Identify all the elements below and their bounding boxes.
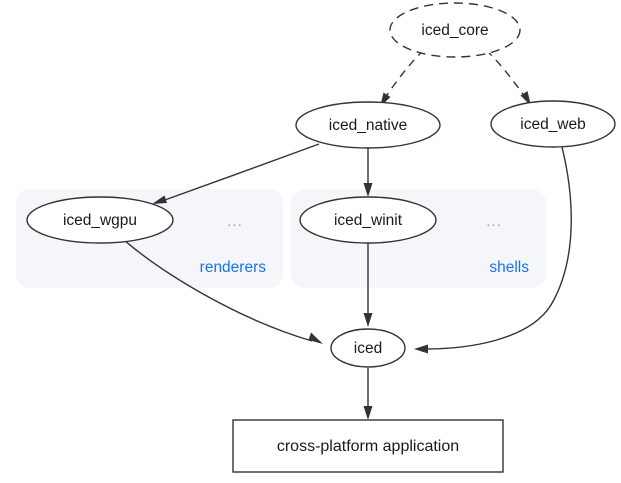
edge-iced-to-app-arrowhead: [363, 406, 373, 420]
node-iced-web-shape[interactable]: [490, 100, 616, 148]
node-iced-winit[interactable]: iced_winit: [299, 196, 437, 244]
edge-web-to-iced-arrowhead: [414, 344, 428, 354]
edge-winit-to-iced-arrowhead: [363, 313, 373, 327]
edge-core-to-native-line: [384, 49, 425, 99]
node-iced-native[interactable]: iced_native: [295, 101, 441, 149]
edge-native-to-wgpu: [152, 143, 320, 204]
shells-more-placeholder: ...: [486, 213, 502, 230]
node-cross-platform-application-shape[interactable]: [232, 419, 504, 473]
node-iced-wgpu-label: iced_wgpu: [63, 212, 137, 229]
node-iced-native-label: iced_native: [329, 117, 407, 134]
node-iced-label: iced: [354, 340, 382, 357]
edge-web-to-iced: [414, 146, 572, 354]
edge-native-to-winit-arrowhead: [363, 183, 373, 197]
node-iced-shape[interactable]: [330, 328, 406, 368]
node-iced[interactable]: iced: [330, 328, 406, 368]
node-iced-winit-shape[interactable]: [299, 196, 437, 244]
node-iced-web[interactable]: iced_web: [490, 100, 616, 148]
edge-native-to-wgpu-line: [161, 143, 320, 202]
node-iced-winit-label: iced_winit: [334, 212, 403, 229]
edge-native-to-wgpu-arrowhead: [152, 195, 167, 204]
edge-wgpu-to-iced-line: [123, 239, 313, 342]
edge-iced-to-app: [363, 368, 373, 420]
node-iced-core-label: iced_core: [421, 22, 488, 39]
edge-native-to-winit: [363, 148, 373, 197]
node-iced-core[interactable]: iced_core: [389, 2, 521, 58]
edge-web-to-iced-line: [424, 146, 572, 350]
node-iced-native-shape[interactable]: [295, 101, 441, 149]
edge-wgpu-to-iced-arrowhead: [308, 332, 323, 344]
node-cross-platform-application[interactable]: cross-platform application: [232, 419, 504, 473]
cluster-renderers-label: renderers: [200, 259, 267, 276]
edge-wgpu-to-iced: [123, 239, 323, 344]
node-iced-core-shape[interactable]: [389, 2, 521, 58]
node-iced-wgpu[interactable]: iced_wgpu: [26, 196, 174, 244]
renderers-more-placeholder: ...: [227, 213, 243, 230]
node-iced-web-label: iced_web: [520, 116, 586, 133]
node-iced-wgpu-shape[interactable]: [26, 196, 174, 244]
edge-core-to-web-line: [485, 49, 526, 98]
node-cross-platform-application-label: cross-platform application: [277, 438, 459, 455]
edge-core-to-native: [380, 49, 425, 107]
edge-core-to-web: [485, 49, 531, 106]
edge-winit-to-iced: [363, 243, 373, 327]
cluster-shells-label: shells: [489, 259, 529, 276]
